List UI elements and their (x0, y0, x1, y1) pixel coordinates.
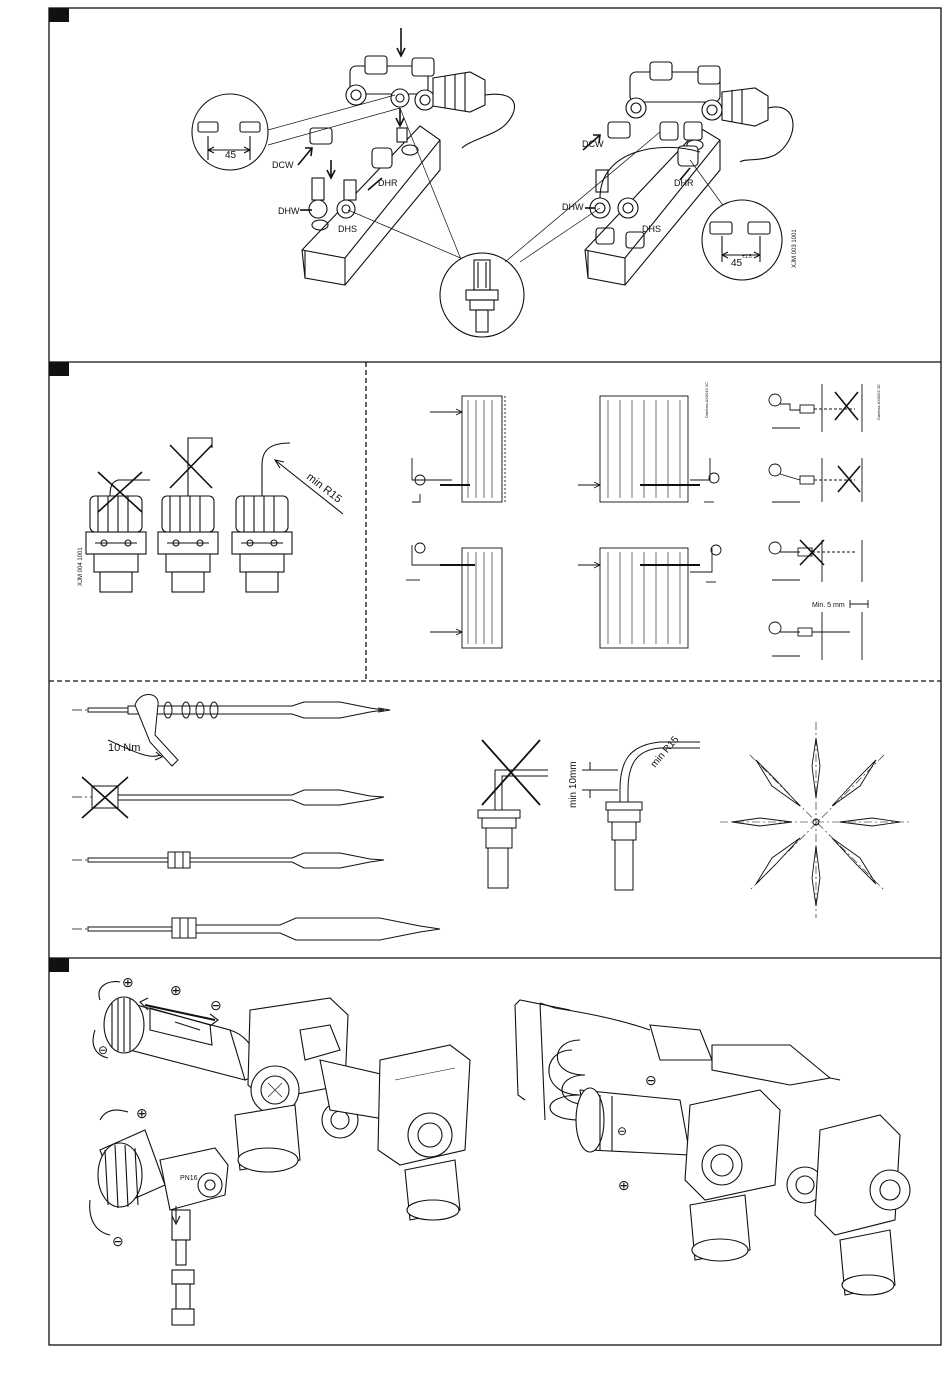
section-markers (49, 8, 69, 972)
torque-label: 10 Nm (108, 742, 140, 754)
plus-sign-1: ⊕ (122, 974, 134, 990)
exchanger-diagram-a (412, 396, 505, 502)
drawing-code-1: XJM 003 1001 (792, 229, 798, 268)
label-dhr-right: DHR (674, 178, 694, 188)
probe-orientation-star (720, 722, 910, 918)
dim-45-right: 45 (731, 258, 743, 269)
plus-sign-4: ⊕ (618, 1177, 630, 1193)
probe-row-4 (72, 918, 440, 940)
minus-sign-1: ⊖ (210, 997, 222, 1013)
section-3-sensor-mounting: 10 Nm (72, 694, 910, 940)
section-1-mounting: 45 (192, 28, 798, 337)
exchanger-diagram-b (578, 396, 719, 502)
minus-sign-2: ⊖ (98, 1043, 108, 1057)
minus-sign-4: ⊖ (645, 1072, 657, 1088)
placement-example-1 (769, 384, 862, 432)
bend-example-wrong (478, 740, 548, 888)
section-2-placement: Min. 5 mm Danfoss AX0010 1C Danfoss AX00… (406, 382, 881, 660)
valve-body-mid (378, 1045, 470, 1220)
section-marker-2 (49, 362, 69, 376)
probe-row-3 (72, 852, 384, 868)
plus-sign-2: ⊕ (170, 982, 182, 998)
detail-circle-center (440, 253, 524, 337)
dim-tolerance: ±1.5 (742, 254, 752, 260)
exchanger-diagram-d (578, 545, 721, 648)
exchanger-diagram-c (406, 543, 502, 648)
plus-sign-3: ⊕ (136, 1105, 148, 1121)
pressure-actuator-left (90, 1110, 228, 1325)
label-dhs-right: DHS (642, 224, 661, 234)
placement-example-2 (769, 458, 862, 502)
temperature-controller-right (515, 1000, 910, 1295)
label-dhs-left: DHS (338, 224, 357, 234)
minus-sign-5: ⊖ (617, 1124, 627, 1138)
pn-marking: PN16 (180, 1175, 198, 1182)
sensor-head-1 (86, 480, 150, 592)
section-marker-1 (49, 8, 69, 22)
drawing-code-2: XJM 004 1001 (78, 547, 84, 586)
min-gap-label: Min. 5 mm (812, 602, 845, 609)
valve-body-left (235, 998, 390, 1172)
min-radius-label-2: min R15 (649, 734, 682, 770)
sheet-frame (49, 8, 941, 1345)
min-clearance-label: min 10mm (568, 761, 579, 808)
cross-mark-2 (170, 445, 212, 488)
bend-example-right (582, 742, 700, 890)
section-4-adjustment: ⊕ ⊕ ⊖ ⊖ ⊕ ⊖ ⊖ ⊖ ⊕ PN16 (90, 974, 910, 1325)
minus-sign-3: ⊖ (112, 1233, 124, 1249)
small-note-b: Danfoss AX0052 1E (876, 384, 881, 420)
section-2-sensor-heads: min R15 XJM 004 1001 (78, 438, 344, 592)
probe-row-1 (72, 694, 390, 766)
placement-example-4 (769, 600, 868, 660)
placement-example-3 (769, 540, 862, 582)
probe-row-2 (72, 777, 384, 818)
label-dcw-right: DCW (582, 139, 604, 149)
label-dhw-left: DHW (278, 206, 300, 216)
sensor-head-3 (232, 443, 292, 592)
small-note-a: Danfoss AX0010 1C (704, 382, 709, 418)
label-dhr-left: DHR (378, 178, 398, 188)
sensor-head-2 (158, 438, 218, 592)
section-marker-4 (49, 958, 69, 972)
label-dcw-left: DCW (272, 160, 294, 170)
label-dhw-right: DHW (562, 202, 584, 212)
dim-45-left: 45 (225, 150, 237, 161)
